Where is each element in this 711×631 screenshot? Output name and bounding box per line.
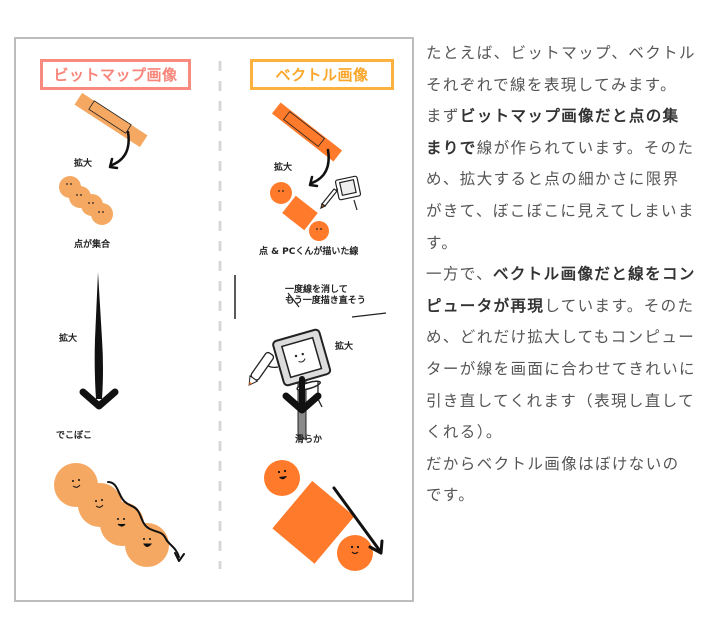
paragraph-bitmap: まずビットマップ画像だと点の集まりで線が作られています。そのため、拡大すると点の… <box>426 101 696 259</box>
vector-pc-drawn-caption: 点 & PCくんが描いた線 <box>259 247 359 257</box>
bitmap-zoom2-caption: 拡大 <box>59 334 78 344</box>
pc-kun-large-icon <box>248 328 332 440</box>
wavy-arrow-icon <box>107 481 180 558</box>
arrowhead-icon <box>308 175 319 188</box>
speech-mark-right <box>351 312 387 318</box>
bitmap-dots-large <box>54 463 169 567</box>
illustration-frame: ビットマップ画像 ベクトル画像 拡大 点が集合 拡大 でこぼこ 拡大 点 & P… <box>14 37 414 602</box>
article-text: たとえば、ビットマップ、ベクトルそれぞれで線を表現してみます。 まずビットマップ… <box>426 38 696 512</box>
speech-bubble-text: 一度線を消して もう一度描き直そう <box>285 285 366 307</box>
paragraph-vector: 一方で、ベクトル画像だと線をコンピュータが再現しています。そのため、どれだけ拡大… <box>426 259 696 449</box>
vector-zoom2-caption: 拡大 <box>335 342 354 352</box>
straight-arrow-icon <box>332 486 382 553</box>
arrowhead-icon <box>108 157 119 170</box>
vector-line-segment <box>271 102 343 162</box>
text-plain: 線が作られています。そのため、拡大すると点の細かさに限界がきて、ぼこぼこに見えて… <box>426 138 695 252</box>
text-bold: ビットマップ画像だと点の集まりで <box>426 107 680 157</box>
bitmap-line-segment <box>74 92 148 148</box>
bitmap-zoom-caption: 拡大 <box>74 159 93 169</box>
wavy-arrowhead-icon <box>174 552 185 562</box>
text-plain: 一方で、 <box>426 265 493 284</box>
vector-shape-large <box>264 460 373 571</box>
speech-line-1: 一度線を消して <box>285 285 348 295</box>
pc-kun-small-icon <box>320 175 362 211</box>
bitmap-bumpy-caption: でこぼこ <box>56 431 93 441</box>
straight-arrowhead-icon <box>368 539 384 555</box>
comparison-illustration <box>54 61 387 571</box>
zoom-arrow-icon <box>110 130 130 167</box>
vector-smooth-caption: 滑らか <box>295 435 323 445</box>
speech-mark-left <box>287 292 300 308</box>
vector-title-box: ベクトル画像 <box>250 59 394 90</box>
speech-line-2: もう一度描き直そう <box>285 296 366 306</box>
text-plain: しています。そのため、どれだけ拡大してもコンピューターが線を画面に合わせてきれい… <box>426 296 696 442</box>
bitmap-title: ビットマップ画像 <box>53 66 178 84</box>
paragraph-intro: たとえば、ビットマップ、ベクトルそれぞれで線を表現してみます。 <box>426 44 696 94</box>
vector-title: ベクトル画像 <box>275 66 369 84</box>
text-plain: まず <box>426 107 460 126</box>
zoom-big-arrow-icon <box>94 272 103 399</box>
big-arrowhead-icon <box>79 388 119 410</box>
vector-zoom-caption: 拡大 <box>274 163 293 173</box>
bitmap-dots-small <box>59 176 113 225</box>
bitmap-title-box: ビットマップ画像 <box>40 59 191 90</box>
bitmap-dots-caption: 点が集合 <box>74 240 111 250</box>
text-bold: ベクトル画像だと線をコンピュータが再現 <box>426 265 696 315</box>
zoom-arrow-icon <box>310 148 330 185</box>
paragraph-conclusion: だからベクトル画像はぼけないのです。 <box>426 454 680 505</box>
vector-shape-small <box>270 182 329 241</box>
